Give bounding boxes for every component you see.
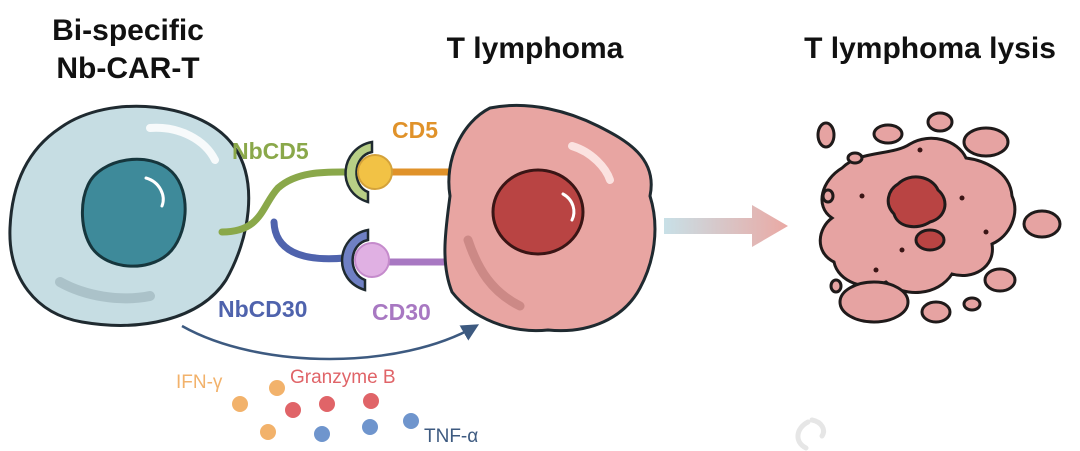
fragment-11 (962, 296, 982, 312)
lysed-nucleus-fragment (886, 175, 947, 229)
fragment-4 (962, 126, 1010, 158)
fragment-8 (983, 267, 1017, 293)
cd5-antigen (357, 154, 393, 190)
lysis-arrow (664, 205, 788, 247)
tnf-dot (403, 413, 419, 429)
lysis-title: T lymphoma lysis (804, 32, 1056, 65)
lymphoma-nucleus (491, 168, 585, 256)
lymphoma-cell (443, 104, 657, 333)
car-t-highlight (146, 123, 219, 164)
cd30-label: CD30 (372, 299, 431, 325)
nbcd5-label: NbCD5 (232, 138, 309, 164)
fragment-7 (1022, 209, 1062, 239)
cd30-antigen (354, 242, 390, 278)
ifn-dot (260, 424, 276, 440)
fragment-12 (829, 278, 843, 294)
fragment-10 (920, 300, 952, 324)
cd5-label: CD5 (392, 117, 438, 143)
fragment-9 (838, 280, 910, 324)
lysed-nucleus-fragment-small (914, 228, 946, 252)
lysed-debris-dots (859, 147, 989, 273)
car-t-title-line2: Nb-CAR-T (56, 52, 199, 85)
lysed-cell (816, 111, 1062, 324)
ifn-gamma-label: IFN-γ (176, 372, 223, 393)
watermark-icon (795, 417, 827, 451)
tnf-alpha-label: TNF-α (424, 426, 478, 447)
car-t-shadow (55, 277, 155, 304)
car-t-nucleus (80, 157, 187, 268)
nbcd30-binder (340, 228, 370, 292)
granzyme-dot (319, 396, 335, 412)
ifn-dot (232, 396, 248, 412)
car-t-nucleus-highlight (144, 176, 165, 208)
nbcd5-stalk (218, 168, 356, 236)
fragment-5 (846, 151, 864, 165)
car-t-title-line1: Bi-specific (52, 14, 204, 47)
car-t-cell (8, 104, 251, 327)
nbcd5-binder (344, 140, 374, 204)
fragment-1 (816, 121, 836, 149)
lymphoma-title: T lymphoma (447, 32, 624, 65)
fragment-2 (872, 123, 904, 145)
release-arrow (181, 324, 480, 361)
lymphoma-nucleus-highlight (561, 192, 576, 222)
tnf-dot (314, 426, 330, 442)
fragment-6 (821, 188, 835, 204)
fragment-3 (926, 111, 954, 133)
ifn-dot (269, 380, 285, 396)
nbcd30-stalk (270, 218, 349, 263)
granzyme-b-label: Granzyme B (290, 367, 396, 388)
tnf-dot (362, 419, 378, 435)
lymphoma-shadow (463, 235, 525, 311)
nbcd30-label: NbCD30 (218, 296, 307, 322)
granzyme-dot (285, 402, 301, 418)
lymphoma-highlight (568, 142, 614, 184)
granzyme-dot (363, 393, 379, 409)
